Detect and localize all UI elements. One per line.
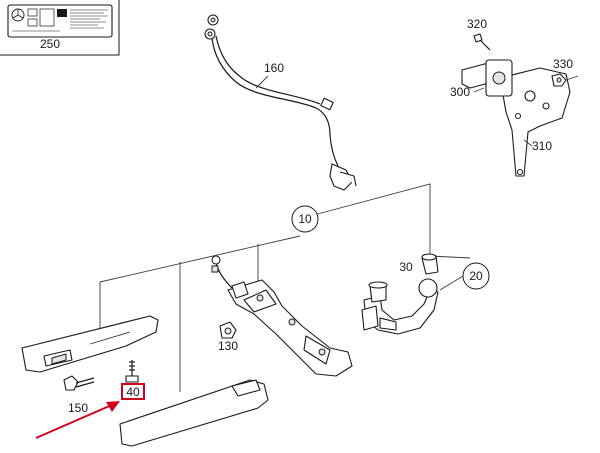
part-310-bracket[interactable]: 310: [499, 67, 571, 177]
part-130-nut[interactable]: 130: [218, 321, 238, 353]
callout-150: 150: [68, 401, 88, 415]
part-330-nut[interactable]: 330: [551, 57, 579, 87]
callout-40: 40: [126, 385, 140, 399]
part-40-screw[interactable]: 40: [121, 360, 145, 400]
callout-310: 310: [532, 139, 552, 153]
part-300-actuator[interactable]: 300: [450, 59, 513, 99]
assembly-10-group-lines: [99, 183, 471, 392]
callout-30: 30: [399, 260, 413, 274]
part-lower-bumper-bar[interactable]: [119, 379, 269, 447]
part-150-bolt[interactable]: 150: [63, 375, 95, 415]
callout-160: 160: [264, 61, 284, 75]
callout-10-bubble[interactable]: 10: [291, 205, 319, 233]
red-pointer-arrow-icon: [35, 401, 120, 439]
callout-10: 10: [298, 212, 312, 226]
callout-300: 300: [450, 85, 470, 99]
highlight-box: [121, 383, 145, 400]
part-250-label-sticker[interactable]: 250: [0, 0, 120, 56]
callout-20-bubble[interactable]: 20: [439, 262, 490, 291]
part-20-tow-ball-neck[interactable]: [361, 278, 439, 335]
callout-330: 330: [553, 57, 573, 71]
callout-20: 20: [469, 269, 483, 283]
part-160-wiring-harness[interactable]: 160: [204, 14, 357, 191]
callout-320: 320: [467, 17, 487, 31]
callout-130: 130: [218, 339, 238, 353]
part-carrier-beam[interactable]: [211, 255, 353, 377]
part-left-bracket[interactable]: [21, 315, 159, 373]
part-320-bolt[interactable]: 320: [467, 17, 491, 51]
callout-250: 250: [40, 37, 60, 51]
part-30-cap[interactable]: 30: [399, 253, 439, 275]
